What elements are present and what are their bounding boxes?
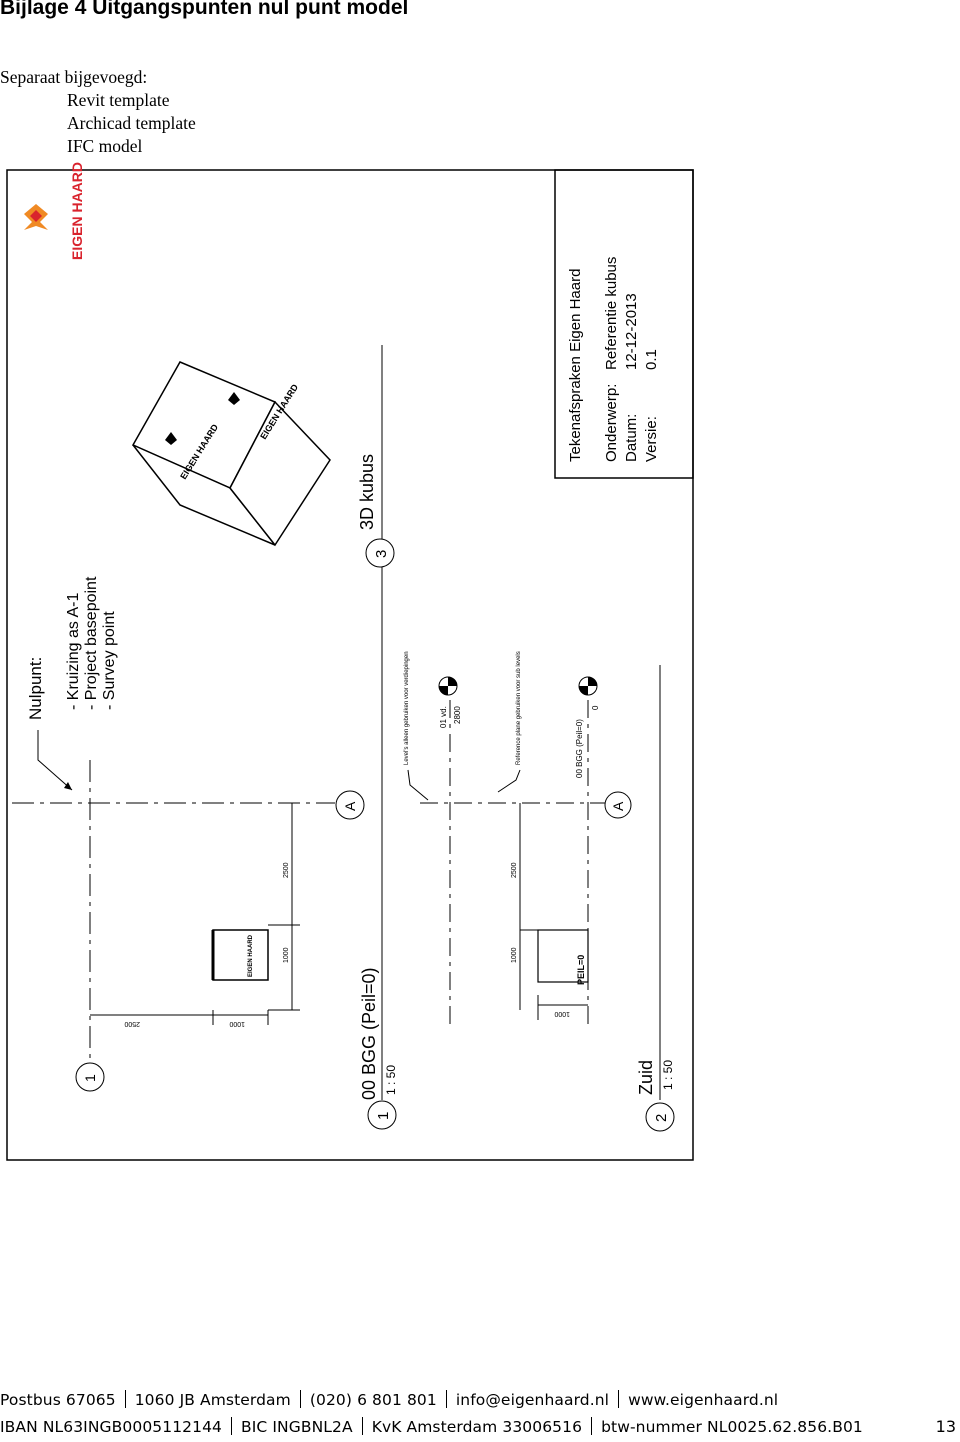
footer-separator (445, 1390, 447, 1408)
footer-separator (618, 1390, 620, 1408)
grid-bubble-1-plan (75, 1062, 105, 1092)
grid-bubble-1-plan-label: 1 (82, 1074, 98, 1082)
eigen-haard-logo: EIGEN HAARD (24, 162, 85, 260)
sheet-frame (6, 169, 694, 1161)
footer-postbus: Postbus 67065 (0, 1391, 116, 1409)
title-block-label-datum: Datum: (623, 414, 640, 462)
title-block-label-onderwerp: Onderwerp: (603, 384, 620, 462)
elev-dim-2500: 2500 (511, 862, 518, 878)
level-base-name: 00 BGG (Peil=0) (575, 719, 584, 778)
grid-bubble-a-elev-label: A (610, 801, 626, 811)
footer-separator (124, 1390, 126, 1408)
plan-dim-2500-h: 2500 (124, 1020, 140, 1027)
view-2-number: 2 (653, 1114, 670, 1122)
title-block-value-onderwerp: Referentie kubus (603, 257, 620, 370)
footer-bic: BIC INGBNL2A (241, 1418, 353, 1436)
elev-dim-1000-h: 1000 (554, 1010, 570, 1017)
plan-dim-2500-v: 2500 (283, 862, 290, 878)
footer-email[interactable]: info@eigenhaard.nl (455, 1391, 610, 1409)
logo-text: EIGEN HAARD (69, 162, 85, 260)
intro-lead: Separaat bijgevoegd: (0, 67, 148, 87)
footer-separator (361, 1417, 363, 1435)
iso-cube: EIGEN HAARD EIGEN HAARD (131, 361, 331, 547)
nulpunt-title: Nulpunt: (26, 657, 45, 720)
level-marker-upper (438, 676, 458, 696)
page-heading: Bijlage 4 Uitgangspunten nul punt model (0, 0, 409, 19)
title-block-label-versie: Versie: (643, 416, 660, 462)
view-2-bubble (645, 1102, 675, 1132)
view-3-title: 3D kubus (357, 454, 377, 530)
title-block-title: Tekenafspraken Eigen Haard (567, 269, 584, 462)
flame-inner-icon (30, 210, 42, 222)
peil-label: PEIL=0 (576, 955, 586, 985)
view-1-bubble (367, 1100, 397, 1130)
footer-city: 1060 JB Amsterdam (134, 1391, 291, 1409)
reference-note: Reference plane gebruiken voor sub level… (516, 651, 522, 765)
plan-cube (212, 929, 269, 981)
nulpunt-leader (37, 730, 73, 791)
elev-cube (537, 929, 589, 983)
level-note: Level's alleen gebruiken voor verdieping… (404, 651, 410, 765)
intro-item-ifc: IFC model (67, 136, 143, 156)
nulpunt-item-1: - Kruizing as A-1 (65, 593, 82, 710)
intro-block: Separaat bijgevoegd: Revit template Arch… (0, 66, 196, 158)
intro-item-archicad: Archicad template (67, 113, 196, 133)
iso-cube-flame-1 (165, 432, 177, 445)
level-target-base-fill (579, 677, 597, 695)
plan-cube-logo: EIGEN HAARD (248, 934, 254, 977)
level-note-leader (407, 769, 429, 801)
footer-bank: IBAN NL63INGB0005112144 BIC INGBNL2A KvK A… (0, 1417, 863, 1436)
view-3-number: 3 (373, 550, 390, 558)
grid-bubble-a-elev (604, 791, 632, 819)
view-1-number: 1 (375, 1112, 392, 1120)
view-2-title: Zuid (636, 1060, 656, 1095)
intro-item-revit: Revit template (67, 90, 170, 110)
level-base-value: 0 (591, 705, 600, 710)
title-block-frame (554, 169, 694, 479)
page-number: 13 (935, 1417, 956, 1436)
nulpunt-item-3: - Survey point (101, 611, 118, 710)
footer-contact: Postbus 67065 1060 JB Amsterdam (020) 6 80… (0, 1390, 778, 1409)
level-upper-value: 2800 (453, 706, 462, 724)
plan-dim-1000-h: 1000 (229, 1020, 245, 1027)
footer-kvk: KvK Amsterdam 33006516 (371, 1418, 583, 1436)
footer-separator (231, 1417, 233, 1435)
footer-website[interactable]: www.eigenhaard.nl (628, 1391, 779, 1409)
iso-cube-flame-2 (228, 392, 240, 405)
plan-dim-1000-v: 1000 (283, 947, 290, 963)
footer-btw: btw-nummer NL0025.62.856.B01 (601, 1418, 863, 1436)
iso-cube-right (229, 400, 331, 547)
title-block-value-datum: 12-12-2013 (623, 293, 640, 370)
grid-bubble-a-plan (335, 790, 365, 820)
title-block-value-versie: 0.1 (643, 349, 660, 370)
view-3-bubble (365, 538, 395, 568)
view-1-scale: 1 : 50 (384, 1065, 398, 1095)
grid-bubble-a-plan-label: A (342, 801, 358, 811)
reference-note-leader (497, 769, 521, 793)
footer-iban: IBAN NL63INGB0005112144 (0, 1418, 223, 1436)
footer-phone: (020) 6 801 801 (309, 1391, 437, 1409)
level-upper-name: 01 vd. (439, 706, 448, 728)
view-1-title: 00 BGG (Peil=0) (359, 967, 379, 1100)
footer-separator (299, 1390, 301, 1408)
nulpunt-arrow (64, 782, 72, 790)
footer-separator (591, 1417, 593, 1435)
nulpunt-item-2: - Project basepoint (83, 576, 100, 710)
view-2-scale: 1 : 50 (661, 1060, 675, 1090)
level-marker-base (578, 676, 598, 696)
elev-dim-1000-v: 1000 (511, 947, 518, 963)
level-target-upper-fill (439, 677, 457, 695)
